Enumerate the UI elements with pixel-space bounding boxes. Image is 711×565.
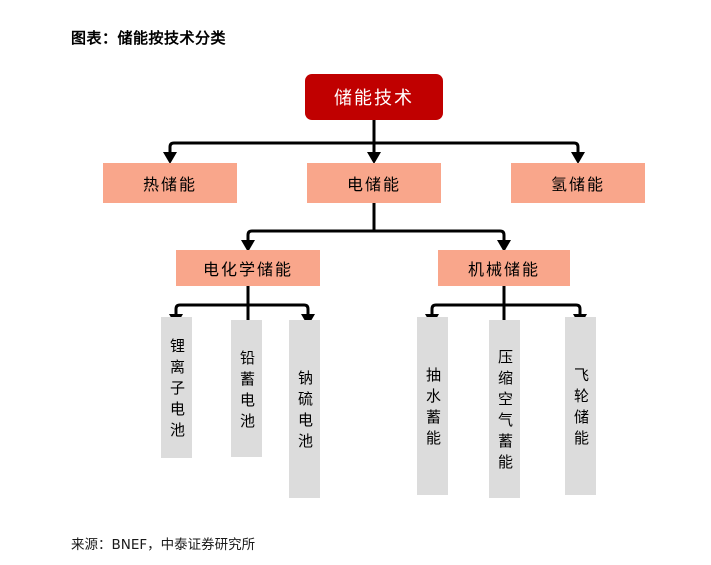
- node-electric-label: 电储能: [346, 175, 401, 194]
- node-lead-label: 铅蓄电池: [238, 349, 256, 434]
- node-compressed-air-storage[interactable]: 压缩空气蓄能: [489, 320, 520, 498]
- edge-level3-right-bus: [430, 303, 582, 314]
- node-lithium-label: 锂离子电池: [168, 338, 186, 443]
- node-electrochemical-storage[interactable]: 电化学储能: [176, 250, 320, 286]
- node-electric-storage[interactable]: 电储能: [307, 163, 441, 203]
- node-lithium-ion-battery[interactable]: 锂离子电池: [161, 317, 192, 458]
- node-sodium-sulfur-label: 钠硫电池: [296, 370, 314, 454]
- node-flywheel-storage[interactable]: 飞轮储能: [565, 317, 596, 495]
- node-electrochemical-label: 电化学储能: [202, 260, 293, 279]
- node-root-storage-technology[interactable]: 储能技术: [305, 74, 443, 120]
- node-compressed-air-label: 压缩空气蓄能: [496, 349, 514, 475]
- node-hydrogen-storage[interactable]: 氢储能: [511, 163, 645, 203]
- edge-level2-bus: [246, 229, 506, 240]
- node-flywheel-label: 飞轮储能: [572, 367, 590, 451]
- source-note: 来源：BNEF，中泰证券研究所: [71, 537, 256, 553]
- edge-level1-bus: [168, 141, 580, 152]
- node-sodium-sulfur-battery[interactable]: 钠硫电池: [289, 320, 320, 498]
- node-thermal-label: 热储能: [142, 175, 197, 194]
- node-root-label: 储能技术: [334, 88, 414, 109]
- node-hydrogen-label: 氢储能: [550, 175, 605, 194]
- node-mechanical-label: 机械储能: [467, 260, 540, 279]
- node-thermal-storage[interactable]: 热储能: [103, 163, 237, 203]
- node-pumped-hydro-label: 抽水蓄能: [424, 367, 442, 451]
- node-lead-acid-battery[interactable]: 铅蓄电池: [231, 320, 262, 457]
- page-title: 图表：储能按技术分类: [71, 29, 227, 47]
- node-mechanical-storage[interactable]: 机械储能: [438, 250, 570, 286]
- node-pumped-hydro-storage[interactable]: 抽水蓄能: [417, 317, 448, 495]
- edge-level3-left-bus: [174, 303, 310, 314]
